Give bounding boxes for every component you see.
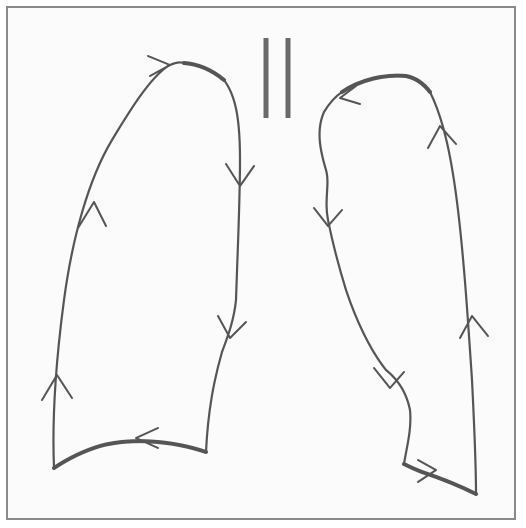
arrow-left-lung-upper-outer — [428, 126, 456, 148]
right-lung-inner-border — [206, 80, 240, 452]
left-lung-base — [404, 464, 476, 494]
arrow-right-lung-lower-left — [42, 375, 72, 400]
right-lung — [42, 56, 254, 468]
right-lung-outer-border — [53, 62, 184, 468]
right-lung-base — [54, 441, 206, 468]
left-lung-outer-border — [430, 92, 476, 494]
left-lung-apex — [342, 76, 430, 92]
right-lung-apex — [184, 63, 224, 80]
arrow-right-lung-base — [136, 428, 158, 448]
trachea — [266, 38, 288, 118]
left-lung — [314, 76, 488, 494]
arrow-left-lung-lower-outer — [460, 316, 488, 338]
left-lung-inner-border — [320, 92, 411, 464]
